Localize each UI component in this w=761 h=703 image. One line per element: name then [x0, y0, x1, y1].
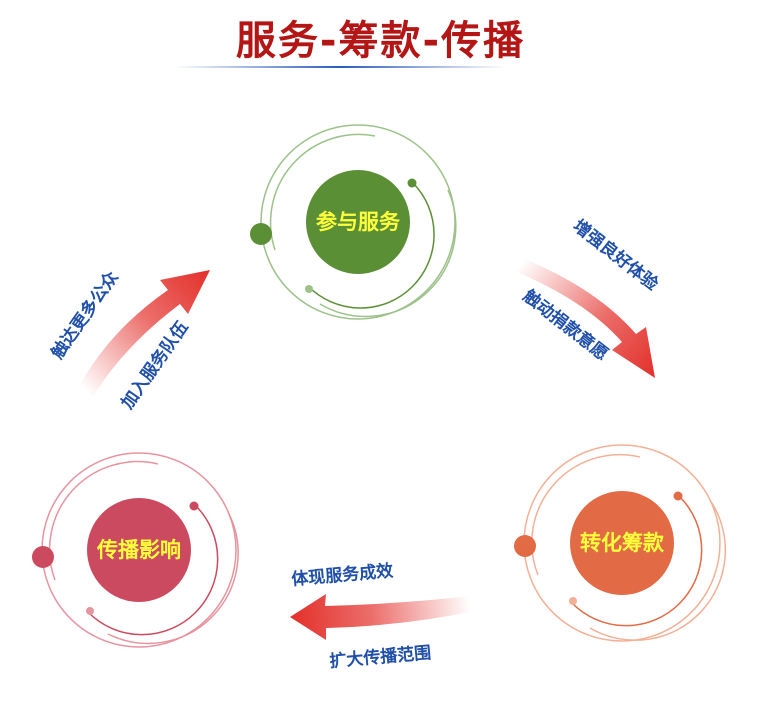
title-underline [175, 66, 505, 68]
serve-circle [306, 170, 410, 274]
serve-dot-large [250, 223, 272, 245]
spread-mid-arc [107, 511, 239, 645]
fund-circle [570, 491, 674, 595]
spread-label: 传播影响 [96, 538, 181, 562]
spread-dot-small [189, 501, 199, 511]
page-title: 服务-筹款-传播 [235, 18, 526, 64]
fund-label: 转化筹款 [580, 531, 665, 555]
spread-dot-light [86, 607, 94, 615]
arrow-fund-to-spread-shape [290, 594, 470, 640]
node-spread: 传播影响 [32, 452, 239, 648]
fund-dot-large [514, 535, 536, 557]
arrow-serve-to-fund: 增强良好体验 触动捐款意愿 [512, 215, 663, 378]
node-fund: 转化筹款 [514, 444, 727, 642]
arrow-fund-to-spread: 体现服务成效 扩大传播范围 [290, 560, 470, 672]
fund-dot-light [569, 597, 577, 605]
fund-mid-arc [589, 499, 727, 642]
serve-mid-arc [319, 189, 457, 318]
arrow-fund-to-spread-label-1: 体现服务成效 [291, 560, 394, 590]
serve-inner-arc [307, 182, 435, 309]
spread-dot-large [32, 546, 54, 568]
fund-inner-arc [571, 496, 703, 627]
serve-dot-light [305, 285, 313, 293]
serve-dot-small [407, 178, 417, 188]
serve-mid-arc-2 [269, 133, 376, 251]
arrow-serve-to-fund-label-2: 触动捐款意愿 [518, 285, 612, 365]
spread-circle [87, 498, 191, 602]
arrow-serve-to-fund-label-1: 增强良好体验 [569, 215, 663, 295]
arrow-spread-to-serve: 触达更多公众 加入服务队伍 [46, 266, 210, 414]
arrow-serve-to-fund-shape [512, 258, 655, 378]
arrow-fund-to-spread-label-2: 扩大传播范围 [329, 642, 432, 672]
spread-inner-arc [87, 505, 219, 636]
node-serve: 参与服务 [250, 124, 457, 320]
arrow-spread-to-serve-shape [78, 270, 210, 398]
serve-label: 参与服务 [316, 210, 401, 234]
fund-dot-small [673, 491, 683, 501]
